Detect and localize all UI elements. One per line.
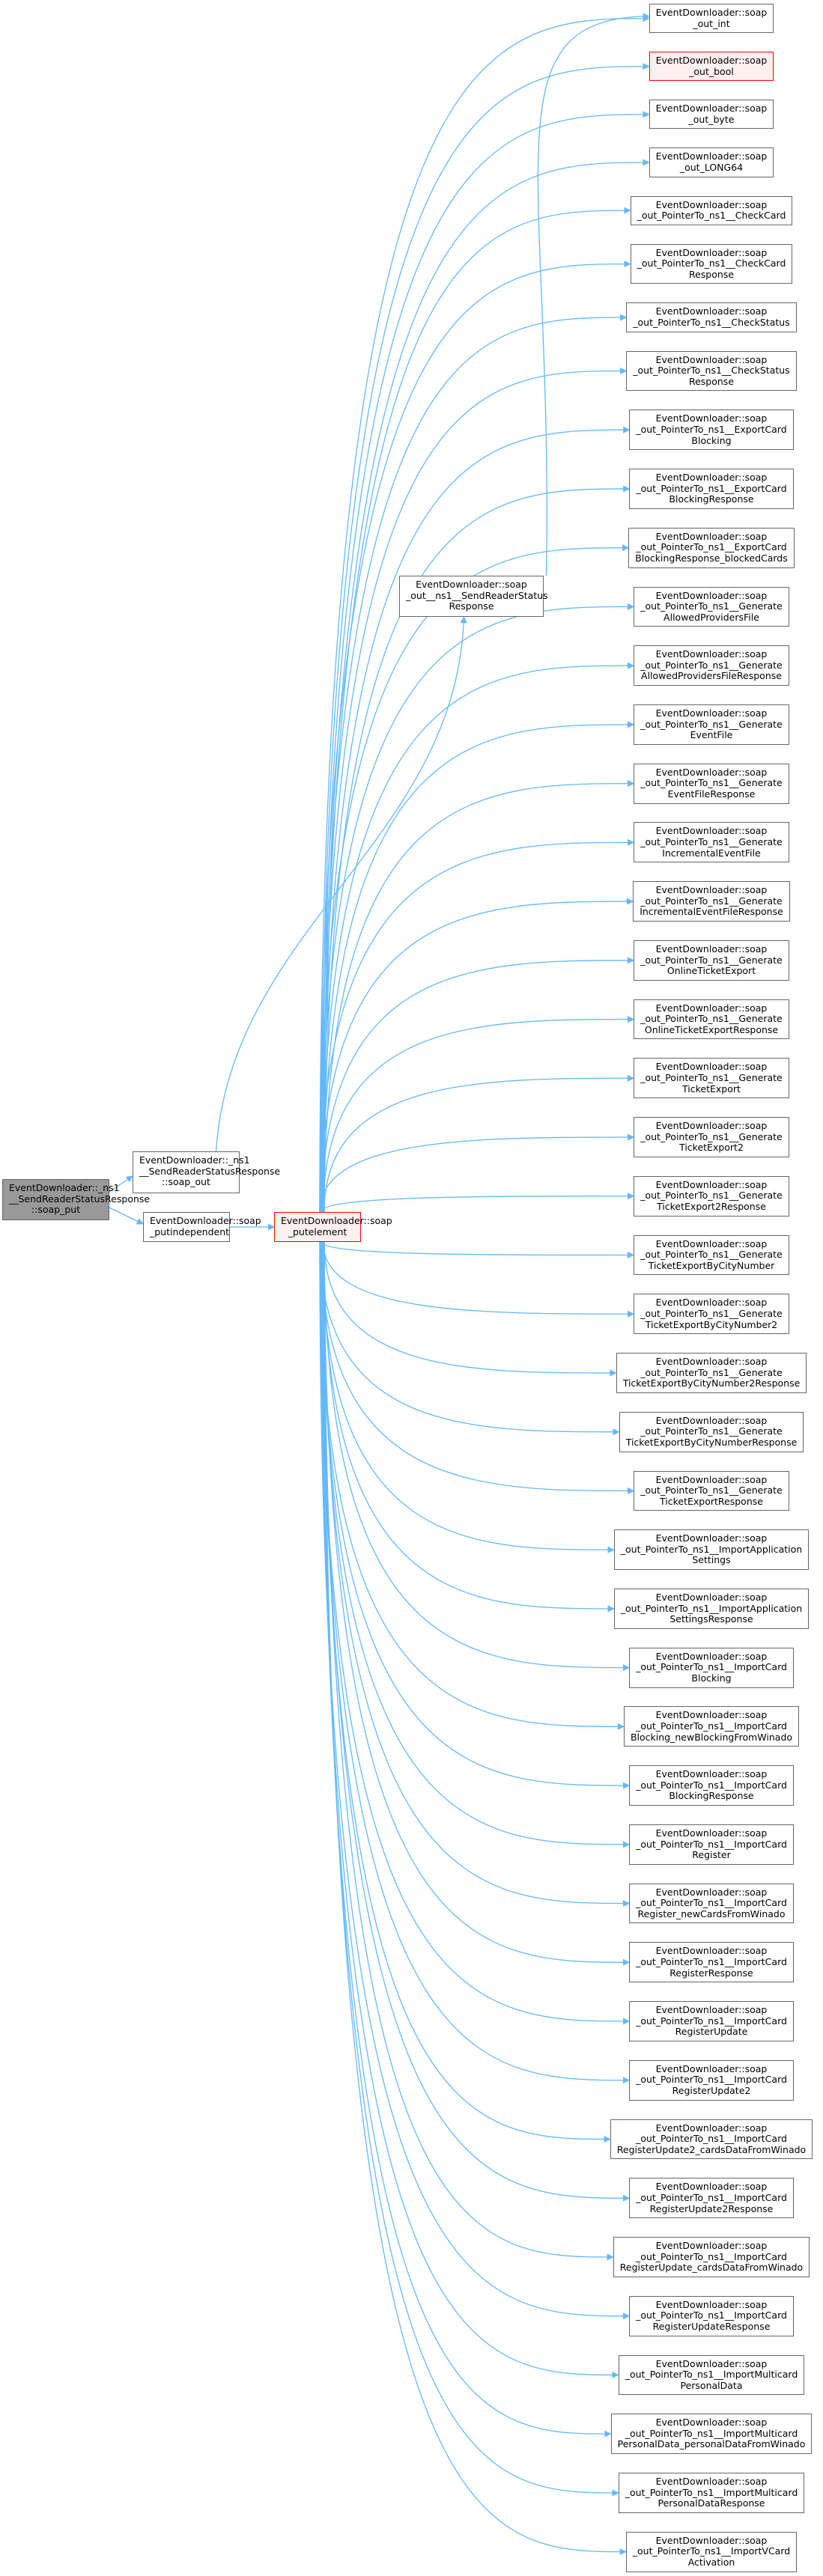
node-callee[interactable]: EventDownloader::soap _out_PointerTo_ns1… [634,822,789,863]
call-edge [322,426,631,1213]
node-callee[interactable]: EventDownloader::soap _out_PointerTo_ns1… [625,2531,798,2572]
node-callee[interactable]: EventDownloader::soap _out_int [649,4,774,34]
node-callee[interactable]: EventDownloader::soap _out_PointerTo_ns1… [633,881,790,922]
node-callee[interactable]: EventDownloader::soap _out_PointerTo_ns1… [634,1175,789,1217]
node-callee[interactable]: EventDownloader::soap _out_PointerTo_ns1… [616,1353,807,1393]
call-edge [320,1241,630,1789]
node-callee[interactable]: EventDownloader::soap _out_PointerTo_ns1… [610,2414,813,2455]
call-edge [109,1175,133,1193]
call-edge [321,111,650,1213]
call-edge [320,603,635,1213]
node-soap-put-root[interactable]: EventDownloader::_ns1 __SendReaderStatus… [2,1179,150,1220]
node-callee[interactable]: EventDownloader::soap _out_PointerTo_ns1… [634,1117,789,1157]
call-edge [109,1207,144,1225]
node-callee[interactable]: EventDownloader::soap _out_PointerTo_ns1… [619,1411,804,1452]
call-edge [537,13,650,576]
node-callee[interactable]: EventDownloader::soap _out_PointerTo_ns1… [634,1058,789,1099]
node-callee[interactable]: EventDownloader::soap _out_PointerTo_ns1… [629,1647,794,1688]
call-edge [320,1241,635,1494]
node-callee[interactable]: EventDownloader::soap _out_PointerTo_ns1… [610,2119,813,2160]
node-callee[interactable]: EventDownloader::soap _out_PointerTo_ns1… [629,469,794,509]
call-edge [322,721,635,1213]
call-edge [321,1241,615,1553]
call-edge [320,314,628,1213]
call-edge [319,15,650,1213]
node-callee[interactable]: EventDownloader::soap _out_PointerTo_ns1… [634,763,789,804]
node-callee[interactable]: EventDownloader::soap _out_LONG64 [649,147,774,177]
node-callee[interactable]: EventDownloader::soap _out_PointerTo_ns1… [629,2059,794,2101]
node-callee[interactable]: EventDownloader::soap _out_PointerTo_ns1… [618,2473,805,2513]
call-edge [324,1241,627,2556]
call-edge [321,1241,635,1259]
call-edge [324,1241,617,1377]
call-edge [322,1016,635,1213]
node-callee[interactable]: EventDownloader::soap _out_PointerTo_ns1… [634,1234,789,1276]
call-edge [320,1193,635,1213]
node-soap-putelement[interactable]: EventDownloader::soap _putelement [274,1212,392,1242]
node-callee[interactable]: EventDownloader::soap _out_PointerTo_ns1… [634,999,789,1040]
node-callee[interactable]: EventDownloader::soap _out_PointerTo_ns1… [626,302,797,332]
call-edge [324,1241,614,2261]
call-edge [319,1241,620,1436]
node-callee[interactable]: EventDownloader::soap _out_PointerTo_ns1… [630,243,793,284]
node-callee[interactable]: EventDownloader::soap _out_bool [649,52,774,82]
node-callee[interactable]: EventDownloader::soap _out_PointerTo_ns1… [629,1824,794,1865]
call-edge [319,1241,625,1730]
node-callee[interactable]: EventDownloader::soap _out_PointerTo_ns1… [634,586,789,627]
call-edge [324,780,635,1213]
node-callee[interactable]: EventDownloader::soap _out_PointerTo_ns1… [626,350,797,392]
node-callee[interactable]: EventDownloader::soap _out_PointerTo_ns1… [634,940,789,981]
node-callee[interactable]: EventDownloader::soap _out_PointerTo_ns1… [628,527,795,568]
call-edge [324,1241,630,1672]
node-callee[interactable]: EventDownloader::soap _out_PointerTo_ns1… [634,1294,789,1335]
call-edge [320,898,634,1213]
call-edge [321,957,635,1213]
node-callee[interactable]: EventDownloader::soap _out_PointerTo_ns1… [623,1706,800,1747]
node-callee[interactable]: EventDownloader::soap _out_PointerTo_ns1… [629,409,794,451]
node-callee[interactable]: EventDownloader::soap _out_PointerTo_ns1… [613,2237,810,2277]
call-edge [319,261,631,1213]
node-callee[interactable]: EventDownloader::soap _out_PointerTo_ns1… [613,1589,810,1629]
call-edge [322,1241,635,1318]
call-edge [321,662,635,1213]
call-edge [322,159,650,1213]
node-callee[interactable]: EventDownloader::soap _out_PointerTo_ns1… [629,2178,794,2219]
node-callee[interactable]: EventDownloader::soap _out_PointerTo_ns1… [634,704,789,745]
call-edge [321,367,628,1213]
node-soap-putindependent[interactable]: EventDownloader::soap _putindependent [143,1212,261,1242]
call-edge [319,544,630,1213]
call-edge [322,1241,615,1613]
call-edge [320,63,650,1213]
call-edge [322,1241,630,1907]
node-soap-out-ns1-send-reader-status-response[interactable]: EventDownloader::soap _out__ns1__SendRea… [399,576,548,617]
call-edge [324,1241,630,1966]
node-callee[interactable]: EventDownloader::soap _out_PointerTo_ns1… [630,195,793,225]
call-edge [215,616,467,1152]
call-edge [321,1241,630,1848]
node-callee[interactable]: EventDownloader::soap _out_PointerTo_ns1… [629,2295,794,2336]
node-callee[interactable]: EventDownloader::soap _out_PointerTo_ns1… [629,1765,794,1806]
node-callee[interactable]: EventDownloader::soap _out_PointerTo_ns1… [634,645,789,686]
call-edge [319,838,635,1213]
node-callee[interactable]: EventDownloader::soap _out_PointerTo_ns1… [618,2354,805,2396]
node-send-reader-status-response-soap-out[interactable]: EventDownloader::_ns1 __SendReaderStatus… [133,1151,280,1193]
call-edge [324,1074,635,1213]
call-edge [319,1133,635,1213]
node-callee[interactable]: EventDownloader::soap _out_PointerTo_ns1… [629,1942,794,1983]
node-callee[interactable]: EventDownloader::soap _out_PointerTo_ns1… [613,1529,810,1571]
node-callee[interactable]: EventDownloader::soap _out_PointerTo_ns1… [629,2001,794,2041]
node-callee[interactable]: EventDownloader::soap _out_byte [649,100,774,130]
node-callee[interactable]: EventDownloader::soap _out_PointerTo_ns1… [629,1883,794,1924]
call-edge [322,1241,630,2202]
node-callee[interactable]: EventDownloader::soap _out_PointerTo_ns1… [634,1470,789,1511]
